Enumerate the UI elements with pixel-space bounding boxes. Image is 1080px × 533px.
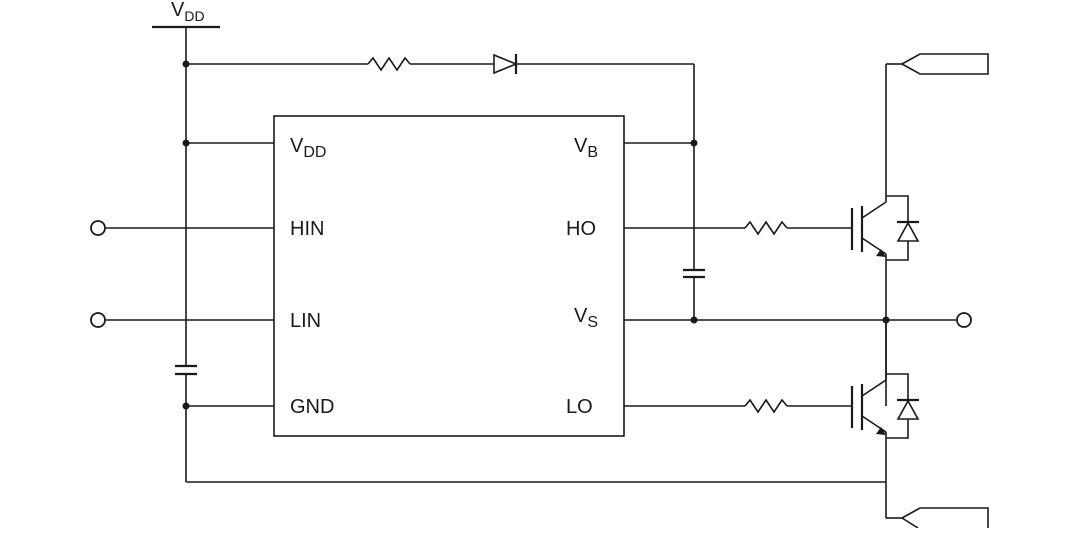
pin-label-hin: HIN — [290, 218, 324, 240]
bootstrap-resistor — [367, 56, 411, 72]
junction-dot — [690, 139, 698, 147]
low-side-freewheel-diode — [886, 373, 920, 439]
ho-gate-path — [624, 220, 852, 236]
bootstrap-capacitor — [683, 268, 705, 279]
pin-label-vs: VS — [574, 305, 598, 331]
junction-dot — [882, 316, 890, 324]
junction-dot — [690, 316, 698, 324]
pin-label-vb: VB — [574, 135, 598, 161]
high-side-igbt — [850, 64, 887, 406]
vdd-supply-symbol: VDD — [152, 0, 220, 29]
driver-ic-box — [273, 115, 625, 437]
pin-label-ho: HO — [566, 218, 596, 240]
output-terminal — [956, 312, 972, 328]
lo-gate-resistor — [744, 398, 788, 414]
pin-label-vdd: VDD — [290, 135, 326, 161]
low-side-igbt — [850, 320, 887, 518]
bootstrap-diode — [493, 53, 519, 75]
junction-dot — [182, 402, 190, 410]
junction-dot — [182, 60, 190, 68]
high-side-freewheel-diode — [886, 195, 920, 261]
pin-label-lin: LIN — [290, 310, 321, 332]
supply-label: VDD — [171, 0, 205, 24]
pin-label-lo: LO — [566, 396, 593, 418]
junction-dots — [182, 60, 890, 410]
lin-input-terminal — [90, 312, 106, 328]
pin-label-gnd: GND — [290, 396, 334, 418]
high-voltage-rail-connector — [886, 53, 989, 75]
hin-input-terminal — [90, 220, 106, 236]
bootstrap-path — [186, 53, 695, 320]
ho-gate-resistor — [744, 220, 788, 236]
vdd-decoupling-capacitor — [175, 364, 197, 376]
lo-gate-path — [624, 398, 852, 414]
ground-rail-connector — [886, 507, 989, 529]
junction-dot — [182, 139, 190, 147]
